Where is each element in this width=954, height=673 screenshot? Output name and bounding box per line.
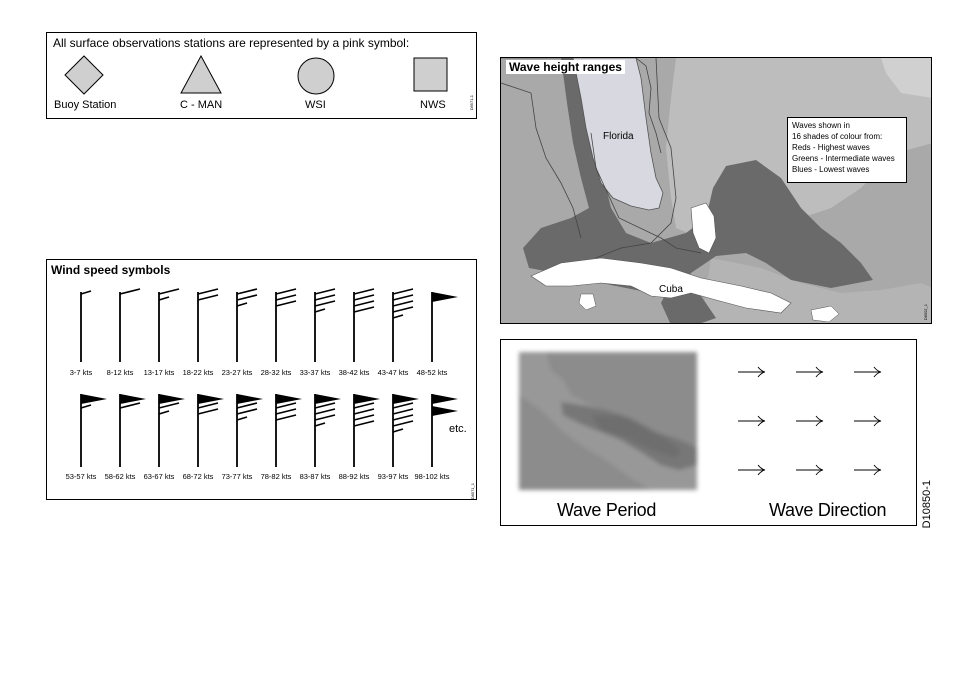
direction-arrow-icon (796, 464, 824, 476)
wind-speed-label: 48-52 kts (416, 368, 448, 377)
buoy-station-symbol (64, 55, 104, 95)
wind-speed-label: 88-92 kts (338, 472, 370, 481)
nws-symbol (413, 57, 448, 92)
station-label-buoy: Buoy Station (54, 99, 117, 111)
wind-speed-label: 63-67 kts (143, 472, 175, 481)
station-label-nws: NWS (420, 99, 446, 111)
wave-period-direction-graphic (519, 352, 697, 490)
c-man-symbol (180, 55, 222, 94)
wind-barb-symbol (197, 394, 224, 467)
wind-barb-symbol (119, 394, 146, 467)
wind-code: D8571_1 (470, 483, 475, 500)
wind-barb-symbol (80, 394, 107, 467)
station-label-wsi: WSI (305, 99, 326, 111)
wind-speed-panel: Wind speed symbols 3-7 kts 8-12 kts 13-17 … (46, 259, 477, 500)
wind-speed-label: 98-102 kts (414, 472, 450, 481)
direction-arrow-icon (854, 366, 882, 378)
station-label-c-man: C - MAN (180, 99, 223, 111)
legend-line: Reds - Highest waves (792, 143, 870, 152)
wind-speed-label: 33-37 kts (299, 368, 331, 377)
wind-speed-label: 18-22 kts (182, 368, 214, 377)
legend-line: Blues - Lowest waves (792, 165, 870, 174)
wind-barb-symbol (275, 288, 297, 362)
wind-title: Wind speed symbols (51, 263, 171, 277)
wind-barb-symbol (431, 292, 458, 362)
wind-speed-label: 8-12 kts (106, 368, 134, 377)
wind-speed-label: 38-42 kts (338, 368, 370, 377)
wind-barb-symbol (314, 288, 336, 362)
wave-height-code: D8502_1 (923, 304, 928, 321)
wsi-symbol (297, 57, 335, 95)
figure-code: D10850-1 (921, 480, 933, 529)
florida-label: Florida (603, 131, 634, 142)
wave-period-label: Wave Period (557, 500, 657, 520)
wind-speed-label: 78-82 kts (260, 472, 292, 481)
wave-period-direction-panel: Wave Period Wave Direction (500, 339, 917, 526)
wind-speed-label: 58-62 kts (104, 472, 136, 481)
wind-barb-symbol (353, 394, 380, 467)
wave-direction-label: Wave Direction (769, 500, 887, 520)
wind-barb-symbol (236, 288, 258, 362)
wind-speed-label: 23-27 kts (221, 368, 253, 377)
direction-arrow-icon (796, 366, 824, 378)
wind-barb-symbol (197, 288, 219, 362)
direction-arrow-icon (738, 366, 766, 378)
observations-heading: All surface observations stations are re… (53, 36, 410, 50)
wind-barb-symbol (353, 288, 375, 362)
wind-barb-symbol (158, 394, 185, 467)
wind-speed-label: 73-77 kts (221, 472, 253, 481)
direction-arrow-icon (738, 415, 766, 427)
wind-barb-symbol (314, 394, 341, 467)
wind-speed-label: 13-17 kts (143, 368, 175, 377)
wind-etc-label: etc. (449, 423, 467, 435)
wind-barb-symbol (80, 290, 92, 362)
wind-speed-label: 53-57 kts (65, 472, 97, 481)
direction-arrow-icon (738, 464, 766, 476)
observation-stations-panel: All surface observations stations are re… (46, 32, 477, 119)
wind-speed-label: 28-32 kts (260, 368, 292, 377)
wind-barb-symbol (431, 394, 458, 467)
wave-height-panel: Wave height ranges Florida Cuba Waves sh… (500, 57, 932, 324)
direction-arrow-icon (854, 464, 882, 476)
legend-line: Greens - Intermediate waves (792, 154, 895, 163)
wave-height-map (501, 58, 931, 323)
observations-code: D8571-1 (469, 95, 474, 111)
legend-line: Waves shown in (792, 121, 850, 130)
wind-barb-symbol (119, 288, 141, 362)
direction-arrow-icon (796, 415, 824, 427)
wind-speed-label: 68-72 kts (182, 472, 214, 481)
legend-line: 16 shades of colour from: (792, 132, 883, 141)
wind-symbols-graphic (80, 288, 458, 467)
direction-arrow-field (738, 366, 882, 476)
wind-speed-label: 3-7 kts (69, 368, 93, 377)
wind-barb-symbol (392, 394, 419, 467)
cuba-label: Cuba (659, 284, 683, 295)
wave-height-legend: Waves shown in 16 shades of colour from:… (787, 117, 907, 183)
wind-barb-symbol (158, 288, 180, 362)
wind-barb-symbol (236, 394, 263, 467)
wave-height-title: Wave height ranges (506, 60, 625, 74)
wind-barb-symbol (392, 288, 414, 362)
wind-barb-symbol (275, 394, 302, 467)
direction-arrow-icon (854, 415, 882, 427)
wind-speed-label: 43-47 kts (377, 368, 409, 377)
wind-speed-label: 83-87 kts (299, 472, 331, 481)
wind-speed-label: 93-97 kts (377, 472, 409, 481)
